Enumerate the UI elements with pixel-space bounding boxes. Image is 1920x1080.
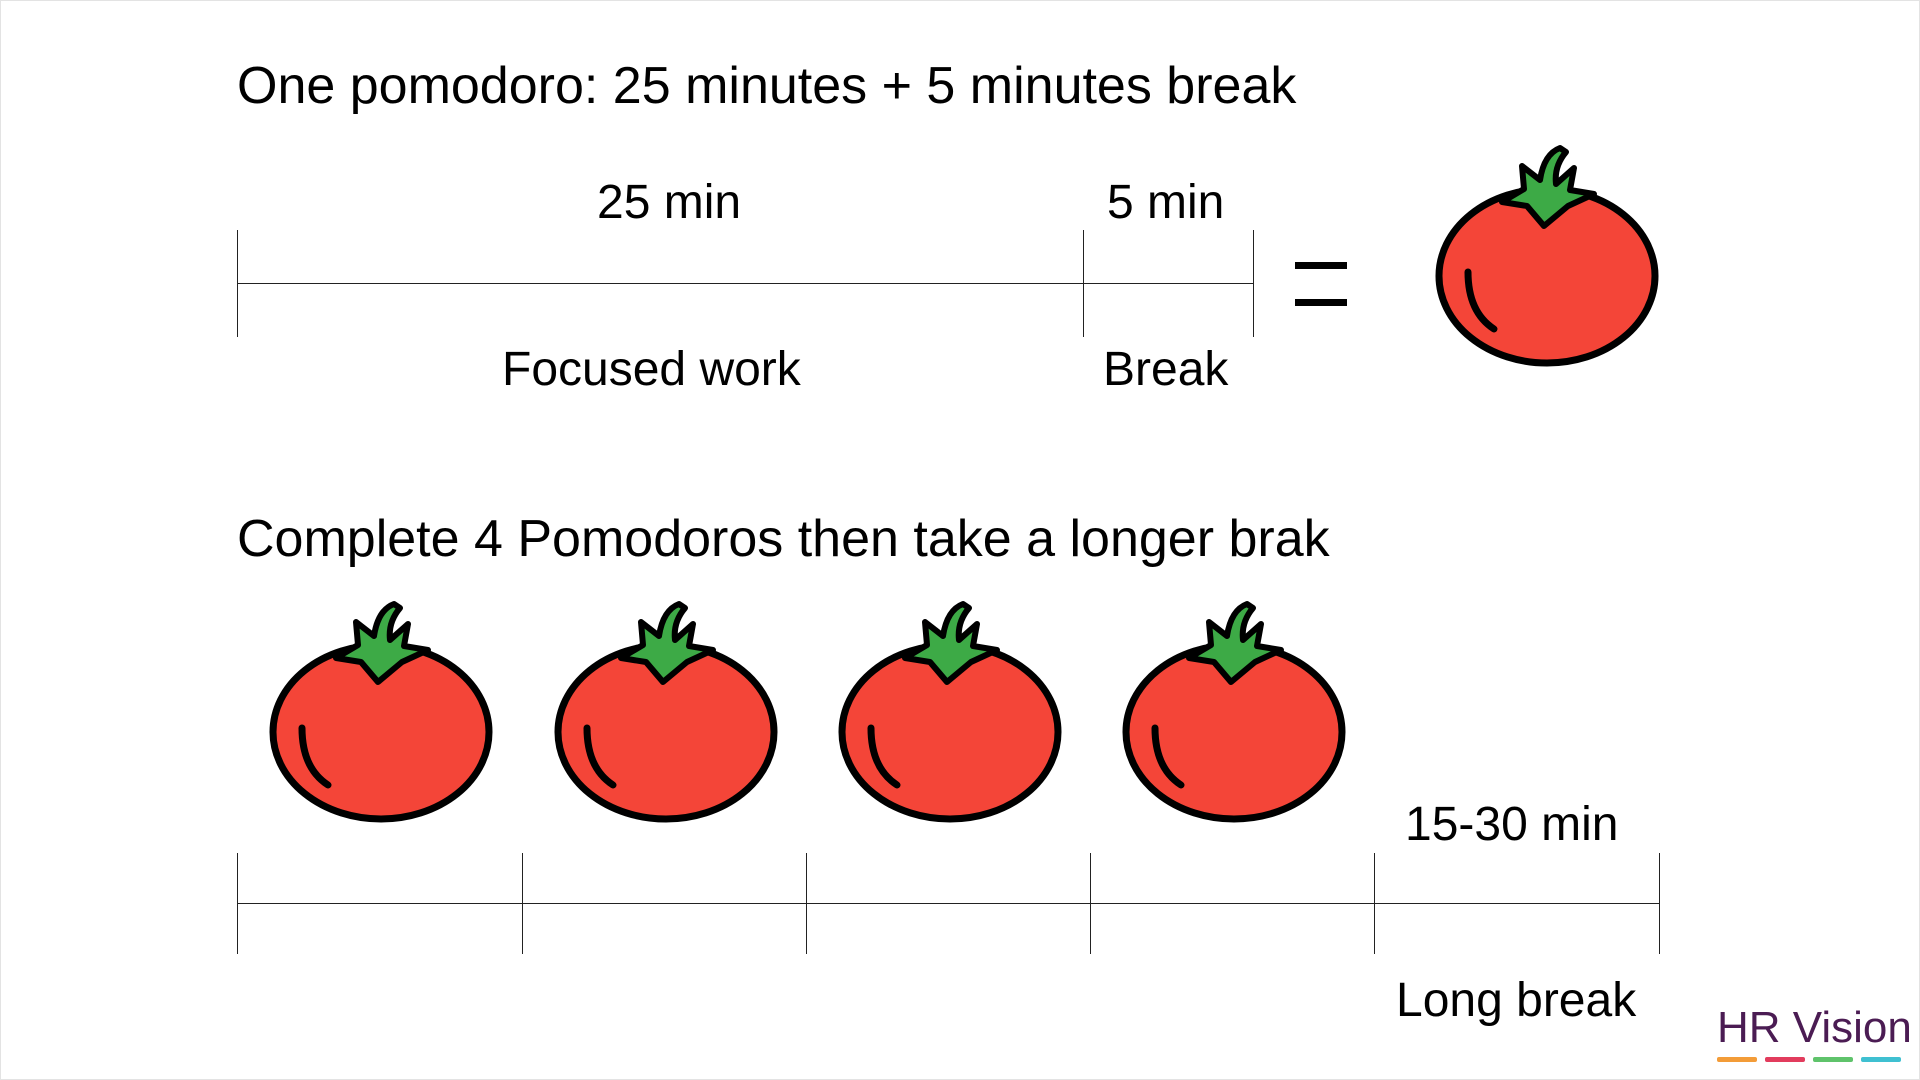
top-timeline-start-tick (237, 230, 238, 337)
bottom-timeline-tick (1374, 853, 1375, 954)
logo-dash (1765, 1057, 1805, 1062)
hr-vision-logo: HR Vision (1715, 1006, 1912, 1068)
long-break-duration-label: 15-30 min (1405, 798, 1619, 851)
top-timeline-work-end-tick (1083, 230, 1084, 337)
focused-work-label: Focused work (502, 343, 801, 396)
bottom-timeline-line (237, 903, 1660, 904)
bottom-timeline-tick (1090, 853, 1091, 954)
equals-sign (1295, 262, 1347, 306)
bottom-timeline-tick (806, 853, 807, 954)
tomato-icon (1435, 145, 1659, 367)
tomato-icon (838, 601, 1062, 823)
work-duration-label: 25 min (597, 176, 742, 229)
bottom-timeline-tick (237, 853, 238, 954)
break-duration-label: 5 min (1107, 176, 1225, 229)
top-timeline-end-tick (1253, 230, 1254, 337)
bottom-timeline-tick (1659, 853, 1660, 954)
top-timeline-line (237, 283, 1254, 284)
logo-text: HR Vision (1717, 1003, 1912, 1052)
bottom-timeline-tick (522, 853, 523, 954)
tomato-icon (269, 601, 493, 823)
top-heading: One pomodoro: 25 minutes + 5 minutes bre… (237, 57, 1297, 115)
bottom-heading: Complete 4 Pomodoros then take a longer … (237, 510, 1330, 568)
long-break-label: Long break (1396, 974, 1637, 1027)
logo-dash (1717, 1057, 1757, 1062)
tomato-icon (1122, 601, 1346, 823)
break-label: Break (1103, 343, 1229, 396)
logo-dash (1813, 1057, 1853, 1062)
logo-dash (1861, 1057, 1901, 1062)
tomato-icon (554, 601, 778, 823)
